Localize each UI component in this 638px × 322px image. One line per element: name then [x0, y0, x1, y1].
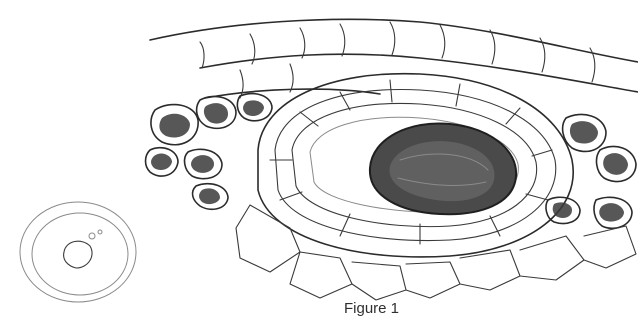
central-mass [370, 123, 516, 214]
figure-caption: Figure 1 [344, 300, 399, 317]
epidermis-layer [150, 19, 638, 98]
inset-cell-sketch [20, 202, 136, 302]
dark-cell-cluster-left [146, 94, 273, 210]
